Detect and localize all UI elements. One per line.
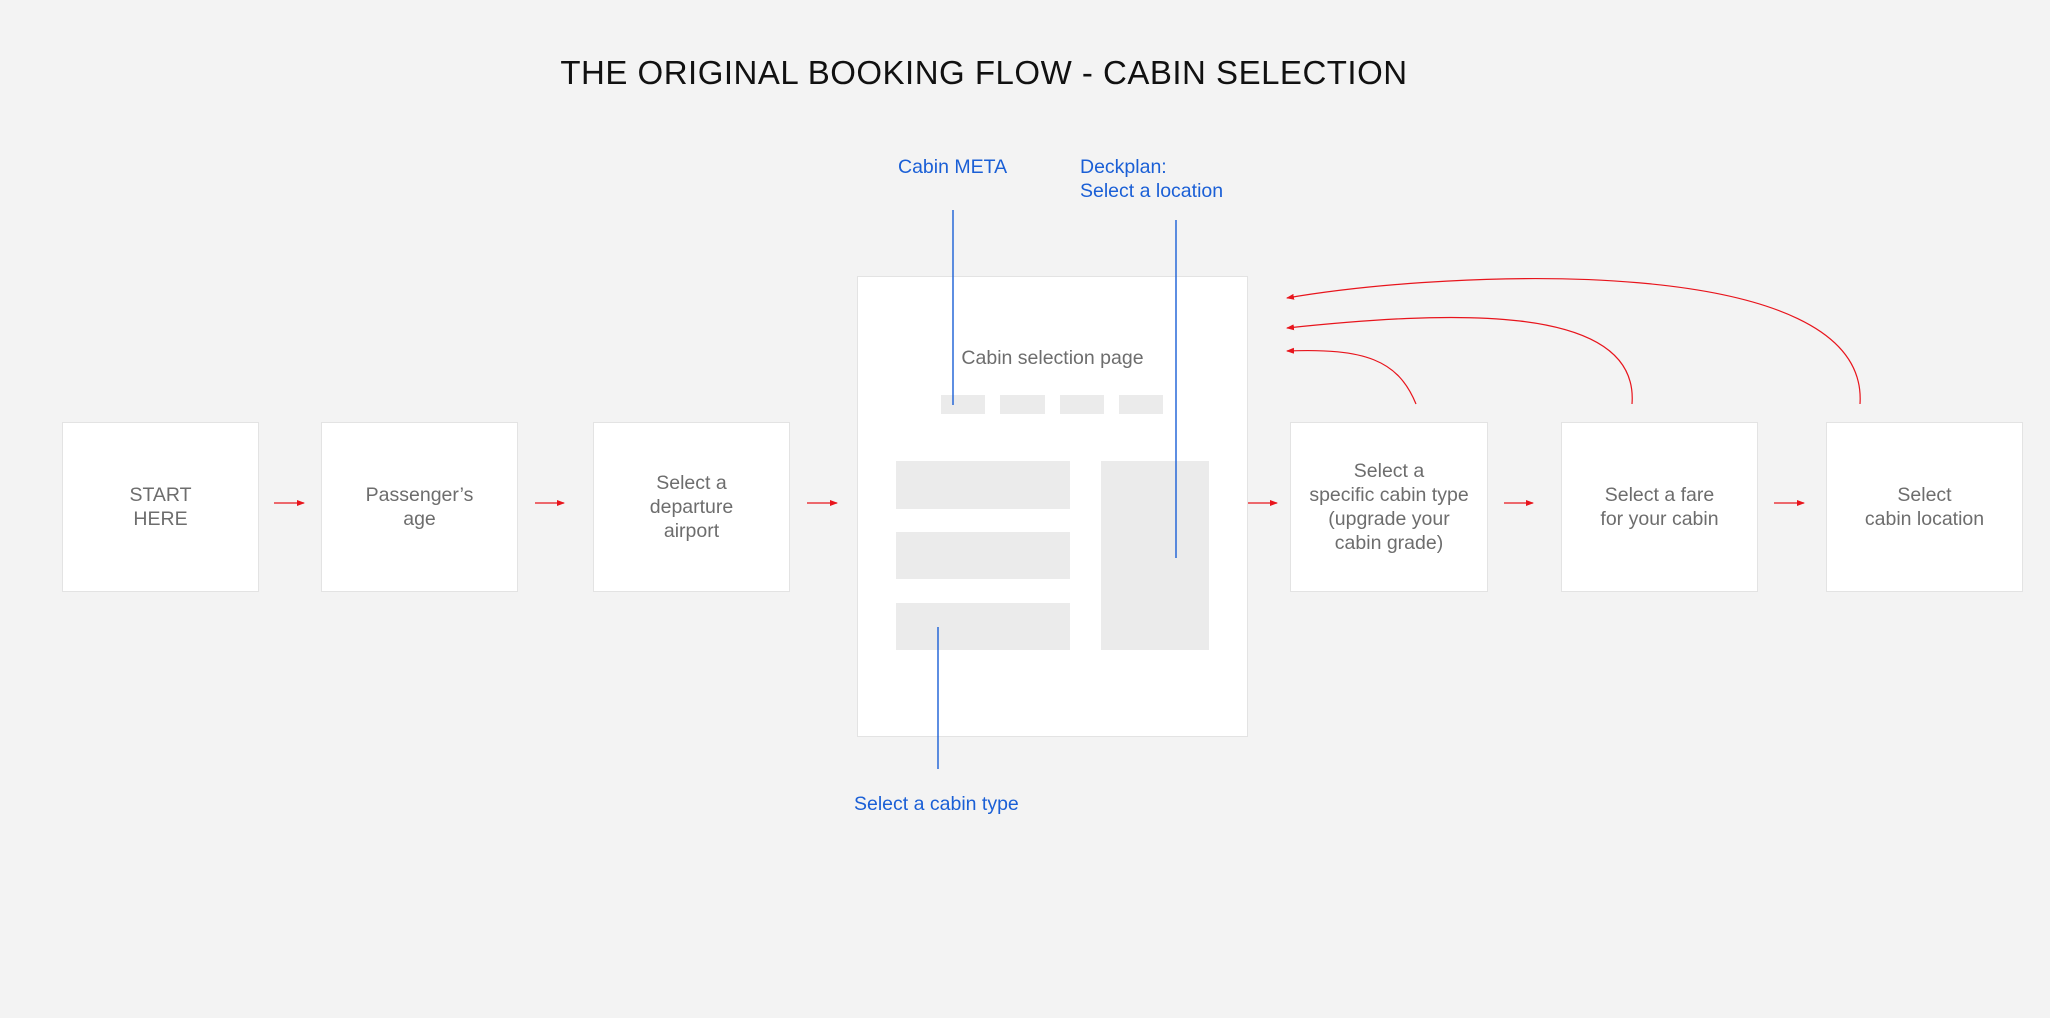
cabin-type-option-3 bbox=[896, 603, 1070, 650]
cabin-meta-tab-3 bbox=[1060, 395, 1104, 414]
return-arrow-from-cabin-type bbox=[1286, 347, 1417, 405]
step-select-fare: Select a fare for your cabin bbox=[1561, 422, 1758, 592]
cabin-selection-page-wireframe: Cabin selection page bbox=[857, 276, 1248, 737]
step-start-here-label: START HERE bbox=[129, 484, 192, 530]
annotation-deckplan: Deckplan: Select a location bbox=[1080, 156, 1224, 202]
step-select-fare-label: Select a fare for your cabin bbox=[1600, 484, 1719, 530]
cabin-meta-tab-4 bbox=[1119, 395, 1163, 414]
annotation-cabin-meta: Cabin META bbox=[898, 156, 1008, 178]
step-cabin-location: Select cabin location bbox=[1826, 422, 2023, 592]
step-passenger-age: Passenger’s age bbox=[321, 422, 518, 592]
cabin-meta-tab-1 bbox=[941, 395, 985, 414]
step-cabin-location-label: Select cabin location bbox=[1864, 484, 1985, 530]
step-departure-airport-label: Select a departure airport bbox=[649, 472, 734, 542]
cabin-meta-tab-2 bbox=[1000, 395, 1045, 414]
diagram-title: THE ORIGINAL BOOKING FLOW - CABIN SELECT… bbox=[560, 54, 1408, 91]
cabin-type-option-1 bbox=[896, 461, 1070, 509]
annotation-select-cabin-type: Select a cabin type bbox=[854, 793, 1019, 815]
cabin-type-option-2 bbox=[896, 532, 1070, 579]
step-specific-cabin-type-label: Select a specific cabin type (upgrade yo… bbox=[1309, 460, 1469, 554]
deckplan-placeholder bbox=[1101, 461, 1209, 650]
step-departure-airport: Select a departure airport bbox=[593, 422, 790, 592]
step-specific-cabin-type: Select a specific cabin type (upgrade yo… bbox=[1290, 422, 1488, 592]
return-arrow-from-fare bbox=[1286, 316, 1633, 405]
return-arrow-from-location bbox=[1286, 278, 1861, 405]
step-start-here: START HERE bbox=[62, 422, 259, 592]
cabin-selection-page-title: Cabin selection page bbox=[961, 347, 1144, 369]
step-passenger-age-label: Passenger’s age bbox=[365, 484, 474, 530]
